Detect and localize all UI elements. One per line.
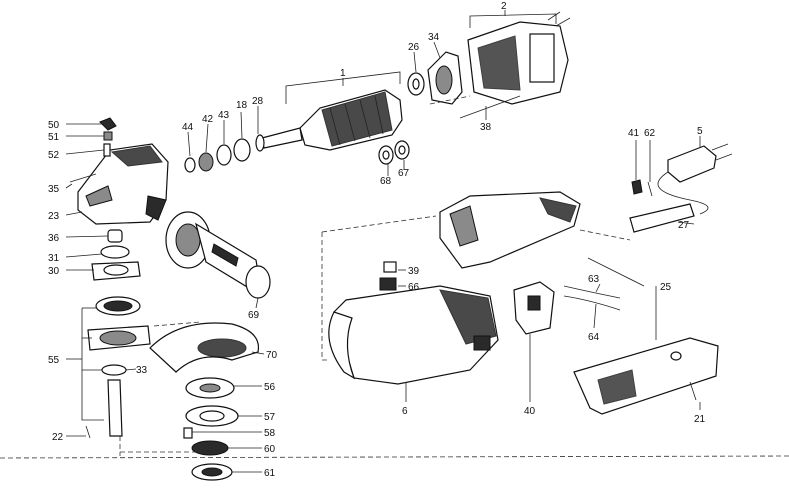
callout-label: 34 (428, 32, 440, 43)
fan-34-part (427, 51, 463, 105)
callout-label: 51 (48, 132, 60, 143)
callout-label: 31 (48, 253, 60, 264)
callout-label: 56 (264, 382, 276, 393)
callout-label: 57 (264, 412, 276, 423)
callout-label: 33 (136, 365, 148, 376)
callout-label: 61 (264, 468, 276, 479)
flange-wheel-parts (183, 377, 239, 481)
callout-label: 35 (48, 184, 60, 195)
cover-part (573, 337, 719, 415)
callout-label: 30 (48, 266, 60, 277)
callout-label: 39 (408, 266, 420, 277)
bearing-seal-plate-parts (91, 229, 141, 281)
callout-label: 52 (48, 150, 60, 161)
callout-label: 1 (340, 68, 346, 79)
callout-label: 41 (628, 128, 640, 139)
long-screw-38-part (459, 95, 521, 119)
brush-holder-parts (379, 261, 491, 351)
callout-label: 6 (402, 406, 408, 417)
screw-22-part (85, 425, 91, 439)
washers-small-parts (184, 134, 265, 173)
callout-label: 44 (182, 122, 194, 133)
callout-label: 25 (660, 282, 672, 293)
callout-label: 66 (408, 282, 420, 293)
lock-button-parts (99, 117, 117, 157)
callout-label: 40 (524, 406, 536, 417)
spindle-assembly-parts (87, 296, 151, 437)
callout-label: 55 (48, 355, 60, 366)
callout-label: 5 (697, 126, 703, 137)
washers-67-68-parts (378, 140, 410, 165)
callout-label: 69 (248, 310, 260, 321)
callout-label: 2 (501, 1, 507, 12)
callout-label: 36 (48, 233, 60, 244)
leader-lines (65, 10, 701, 473)
assembly-dashed-lines (0, 95, 789, 459)
callout-label: 43 (218, 110, 230, 121)
callout-label: 28 (252, 96, 264, 107)
callout-label: 63 (588, 274, 600, 285)
callout-label: 62 (644, 128, 656, 139)
callout-label: 27 (678, 220, 690, 231)
callout-label: 22 (52, 432, 64, 443)
switch-40-part (513, 281, 555, 335)
callout-label: 18 (236, 100, 248, 111)
cord-plug-parts (629, 143, 733, 233)
callout-label: 21 (694, 414, 706, 425)
callout-labels: 1 2 5 6 18 21 22 23 25 26 27 28 30 31 33… (48, 1, 706, 479)
callout-label: 64 (588, 332, 600, 343)
callout-label: 67 (398, 168, 410, 179)
armature-part (261, 89, 403, 151)
callout-label: 50 (48, 120, 60, 131)
callout-label: 42 (202, 114, 214, 125)
gear-head-housing-part (77, 143, 169, 225)
screw-35-part (69, 173, 97, 183)
field-stator-part (467, 11, 571, 105)
callout-label: 60 (264, 444, 276, 455)
wheel-guard-part (149, 322, 260, 373)
side-handle-part (165, 211, 271, 299)
callout-label: 38 (480, 122, 492, 133)
wire-parts (563, 285, 621, 311)
callout-label: 68 (380, 176, 392, 187)
bearing-26-part (407, 72, 425, 96)
motor-housing-part (328, 285, 499, 385)
callout-label: 26 (408, 42, 420, 53)
callout-label: 23 (48, 211, 60, 222)
callout-label: 58 (264, 428, 276, 439)
screw-21-part (689, 381, 697, 401)
callout-label: 70 (266, 350, 278, 361)
handle-housing-part (439, 191, 581, 269)
